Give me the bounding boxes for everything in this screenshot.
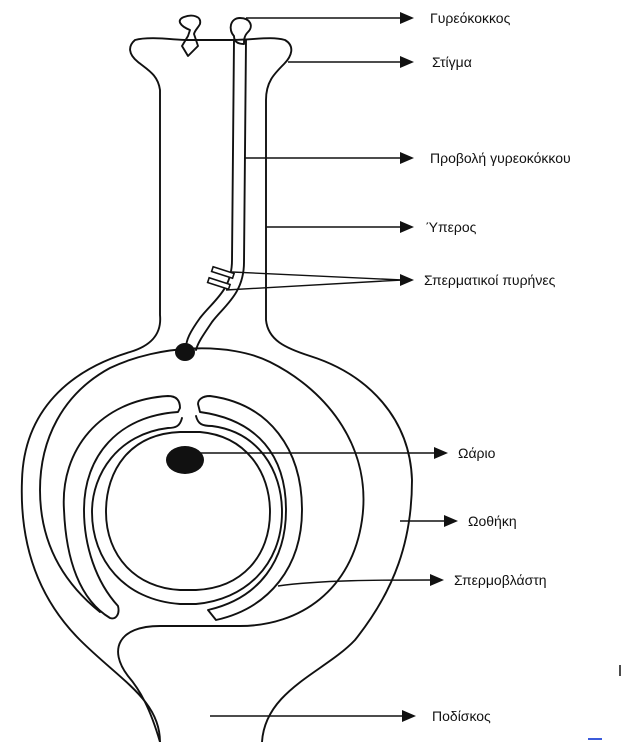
arrowhead-pollen-grain [400, 12, 414, 24]
leader-sperm-nuclei-2 [226, 280, 402, 290]
arrowhead-ovule [434, 447, 448, 459]
arrowhead-sperm-nuclei [400, 274, 414, 286]
label-ovule: Ωάριο [458, 445, 496, 461]
label-pollen-tube: Προβολή γυρεοκόκκου [430, 150, 571, 166]
pollen-grain-left [180, 16, 201, 56]
arrowhead-pollen-tube [400, 152, 414, 164]
inner-integument [92, 416, 282, 604]
sperm-nucleus-2 [208, 278, 230, 290]
ovule-nucleus [166, 446, 204, 474]
label-embryo-sac: Σπερμοβλάστη [454, 572, 547, 588]
arrowhead-stigma [400, 56, 414, 68]
label-stigma: Στίγμα [432, 54, 472, 70]
arrowhead-embryo-sac [430, 574, 444, 586]
pollen-tube-inner [196, 40, 246, 350]
label-receptacle: Ποδίσκος [432, 708, 491, 724]
arrowhead-ovary [444, 515, 458, 527]
label-sperm-nuclei: Σπερματικοί πυρήνες [424, 272, 556, 288]
label-pollen-grain: Γυρεόκοκκος [430, 10, 511, 26]
leader-embryo-sac [278, 580, 432, 586]
corner-mark [588, 738, 602, 740]
pollen-tube-tip [175, 343, 195, 361]
arrowhead-style [400, 221, 414, 233]
arrowhead-receptacle [402, 710, 416, 722]
outer-integument-right [198, 396, 302, 620]
leader-sperm-nuclei-1 [232, 272, 402, 280]
label-ovary: Ωοθήκη [468, 513, 517, 529]
pollen-tube [186, 40, 234, 348]
label-style: Ύπερος [426, 219, 477, 235]
